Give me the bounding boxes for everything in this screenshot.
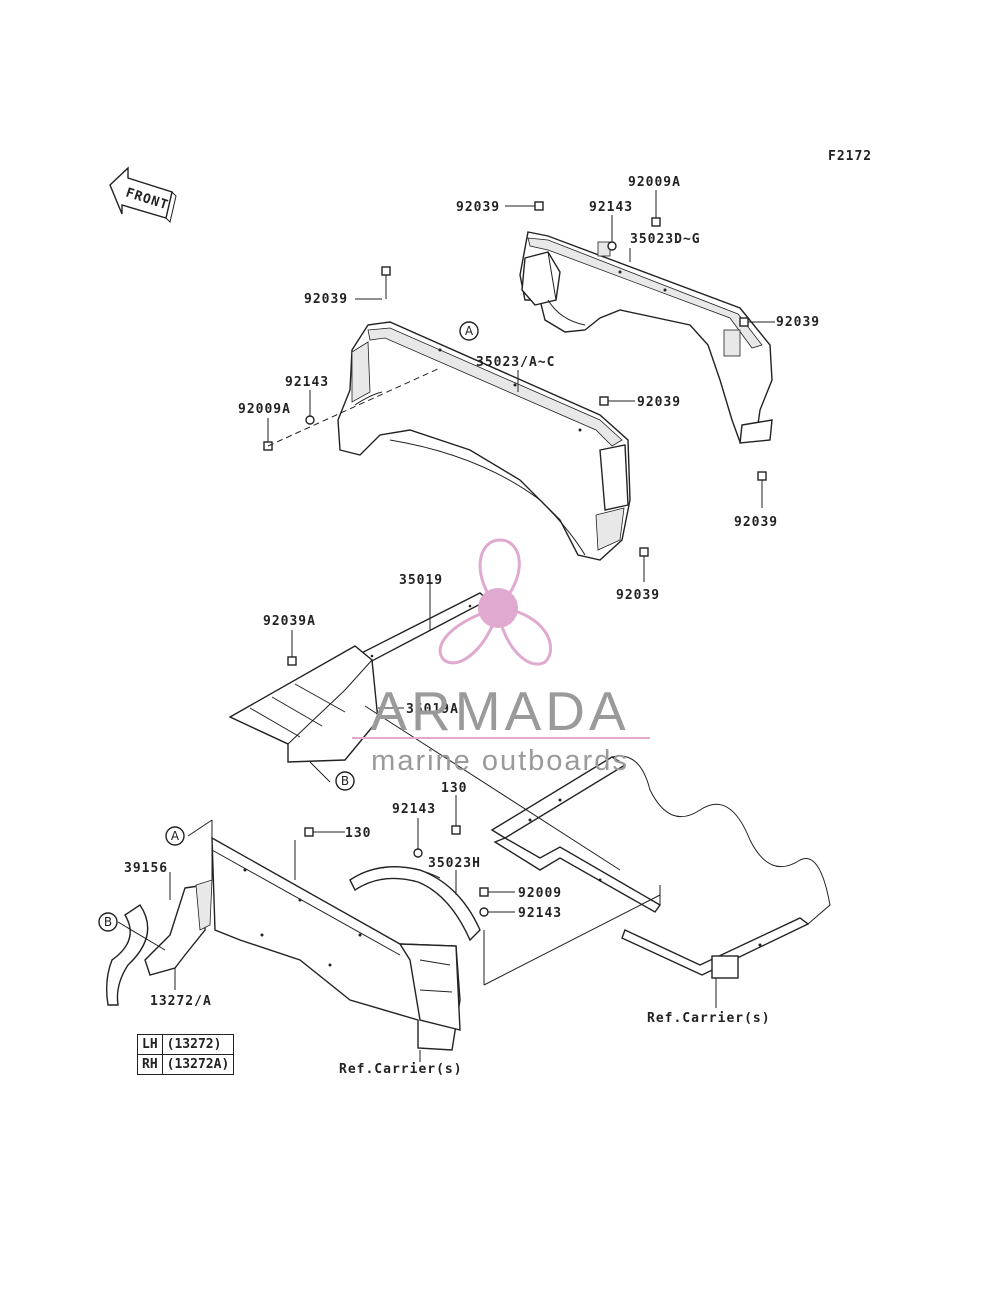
callout-b-middle: B	[335, 771, 355, 791]
part-label: 92143	[285, 375, 329, 390]
callout-b-bottom: B	[98, 912, 118, 932]
ref-carrier-center: Ref.Carrier(s)	[339, 1062, 463, 1077]
figure-id: F2172	[828, 149, 872, 164]
part-label: 130	[345, 826, 371, 841]
rear-fender-right	[519, 231, 773, 444]
lh-rh-legend-table: LH (13272) RH (13272A)	[137, 1034, 235, 1075]
part-label: 35019A	[406, 702, 459, 717]
part-label: 92039	[637, 395, 681, 410]
callout-a-bottom: A	[165, 826, 185, 846]
part-label: 35023D~G	[630, 232, 701, 247]
svg-text:B: B	[104, 915, 112, 929]
part-label: 92039	[616, 588, 660, 603]
part-label: 130	[441, 781, 467, 796]
legend-row: RH (13272A)	[137, 1054, 235, 1075]
bracket-13272	[144, 879, 213, 976]
rear-fender-left	[337, 321, 631, 561]
watermark-subtitle: marine outboards	[371, 745, 629, 777]
part-label: 92009A	[628, 175, 681, 190]
svg-text:B: B	[341, 774, 349, 788]
part-label: 92143	[518, 906, 562, 921]
side-cover-35019a	[228, 645, 379, 763]
part-label: 92039	[734, 515, 778, 530]
part-label: 92039A	[263, 614, 316, 629]
propeller-logo-icon	[438, 538, 553, 666]
svg-text:A: A	[465, 324, 474, 338]
armada-watermark: ARMADA marine outboards	[352, 538, 650, 777]
svg-text:A: A	[171, 829, 180, 843]
carrier-side-panel	[211, 836, 461, 1051]
legend-row: LH (13272)	[137, 1034, 235, 1055]
watermark-title: ARMADA	[370, 680, 629, 742]
legend-part: (13272A)	[161, 1054, 235, 1075]
part-label: 92039	[776, 315, 820, 330]
part-label: 35019	[399, 573, 443, 588]
part-label: 92143	[589, 200, 633, 215]
pad-39156	[105, 904, 149, 1006]
legend-side: RH	[137, 1054, 163, 1075]
part-label: 92009A	[238, 402, 291, 417]
legend-part: (13272)	[161, 1034, 235, 1055]
part-label: 92039	[304, 292, 348, 307]
propeller-hub-icon	[478, 588, 518, 628]
leader-lines	[117, 190, 775, 1062]
callout-a-top: A	[459, 321, 479, 341]
legend-side: LH	[137, 1034, 163, 1055]
inner-fender-35023h	[349, 865, 481, 942]
part-label: 39156	[124, 861, 168, 876]
part-label: 35023/A~C	[476, 355, 555, 370]
carrier-frame-right	[490, 755, 831, 979]
part-label: 13272/A	[150, 994, 212, 1009]
front-arrow-icon: FRONT	[109, 166, 177, 223]
part-label: 35023H	[428, 856, 481, 871]
part-label: 92039	[456, 200, 500, 215]
part-label: 92143	[392, 802, 436, 817]
ref-carrier-right: Ref.Carrier(s)	[647, 1011, 771, 1026]
part-label: 92009	[518, 886, 562, 901]
